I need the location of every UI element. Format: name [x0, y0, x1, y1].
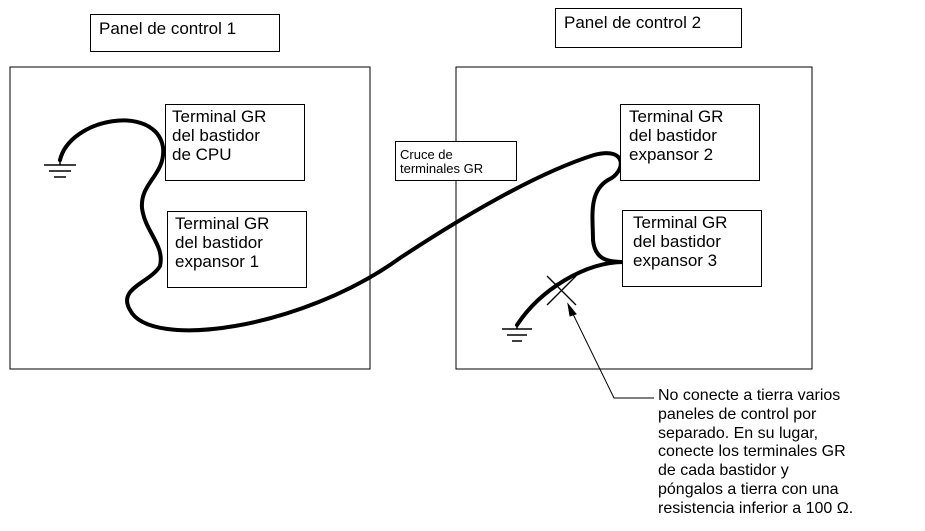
- gr-cable-ground-branch: [515, 260, 626, 327]
- terminal-cpu-label: Terminal GR del bastidor de CPU: [172, 107, 267, 164]
- ground-icon: [502, 324, 532, 342]
- terminal-expansor-3-label: Terminal GR del bastidor expansor 3: [633, 213, 728, 270]
- panel-1-title: Panel de control 1: [99, 19, 237, 38]
- grounding-note: No conecte a tierra varios paneles de co…: [658, 387, 854, 517]
- panel-2-title-box: Panel de control 2: [555, 8, 742, 48]
- panel-1-enclosure: [9, 66, 371, 370]
- gr-cable: [58, 118, 626, 333]
- terminal-expansor-1-box: Terminal GR del bastidor expansor 1: [167, 211, 307, 288]
- cross-mark-icon: [546, 275, 577, 306]
- terminal-expansor-2-box: Terminal GR del bastidor expansor 2: [620, 104, 760, 181]
- crossing-label: Cruce de terminales GR: [400, 147, 484, 176]
- terminal-expansor-2-label: Terminal GR del bastidor expansor 2: [629, 107, 724, 164]
- ground-icon: [44, 160, 76, 178]
- terminal-expansor-1-label: Terminal GR del bastidor expansor 1: [175, 214, 270, 271]
- panel-2-enclosure: [455, 66, 813, 370]
- panel-1-title-box: Panel de control 1: [90, 14, 280, 52]
- crossing-label-box: Cruce de terminales GR: [395, 141, 517, 181]
- terminal-expansor-3-box: Terminal GR del bastidor expansor 3: [622, 210, 762, 287]
- callout-arrow: [567, 302, 654, 399]
- panel-2-title: Panel de control 2: [564, 13, 702, 32]
- terminal-cpu-box: Terminal GR del bastidor de CPU: [165, 104, 305, 181]
